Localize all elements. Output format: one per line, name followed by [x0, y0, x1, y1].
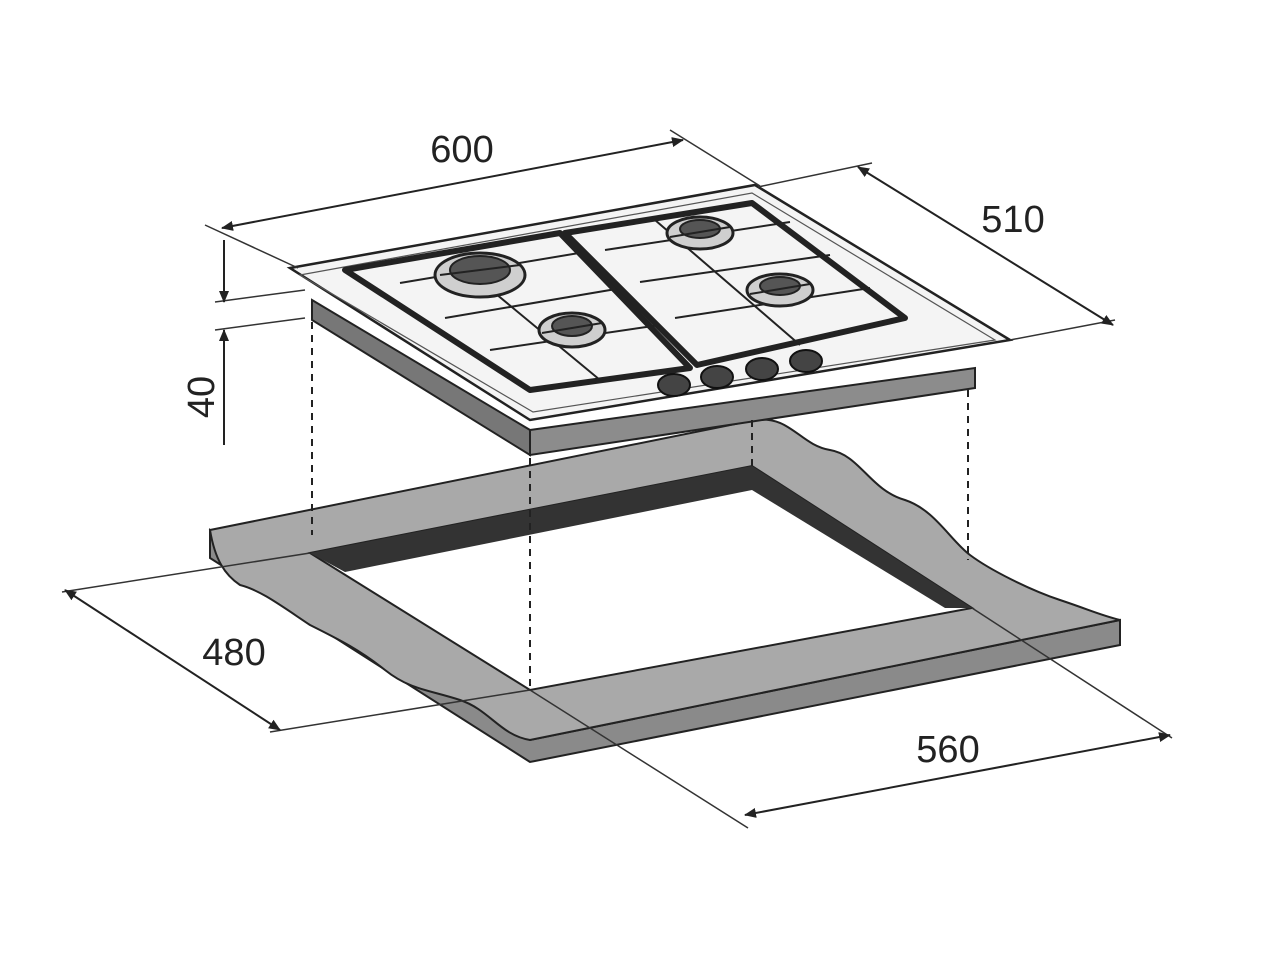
dimension-cutout-width-label: 560 [916, 729, 979, 771]
control-knobs [657, 349, 823, 397]
burner-back-right [665, 215, 735, 251]
dimension-width [204, 129, 761, 269]
dimension-height [214, 240, 306, 445]
dimension-depth-label: 510 [981, 199, 1044, 241]
burner-large [433, 251, 527, 299]
dimension-height-label: 40 [181, 376, 223, 418]
countertop [208, 418, 1121, 764]
dimension-width-label: 600 [430, 129, 493, 171]
dimension-cutout-depth [61, 552, 531, 733]
dimension-depth [757, 162, 1116, 341]
dimension-cutout-width [529, 607, 1173, 829]
projection-lines [311, 322, 969, 690]
gas-hob [286, 183, 1014, 457]
dimension-cutout-depth-label: 480 [202, 632, 265, 674]
burner-front-left [537, 311, 607, 349]
burner-front-right [745, 272, 815, 308]
